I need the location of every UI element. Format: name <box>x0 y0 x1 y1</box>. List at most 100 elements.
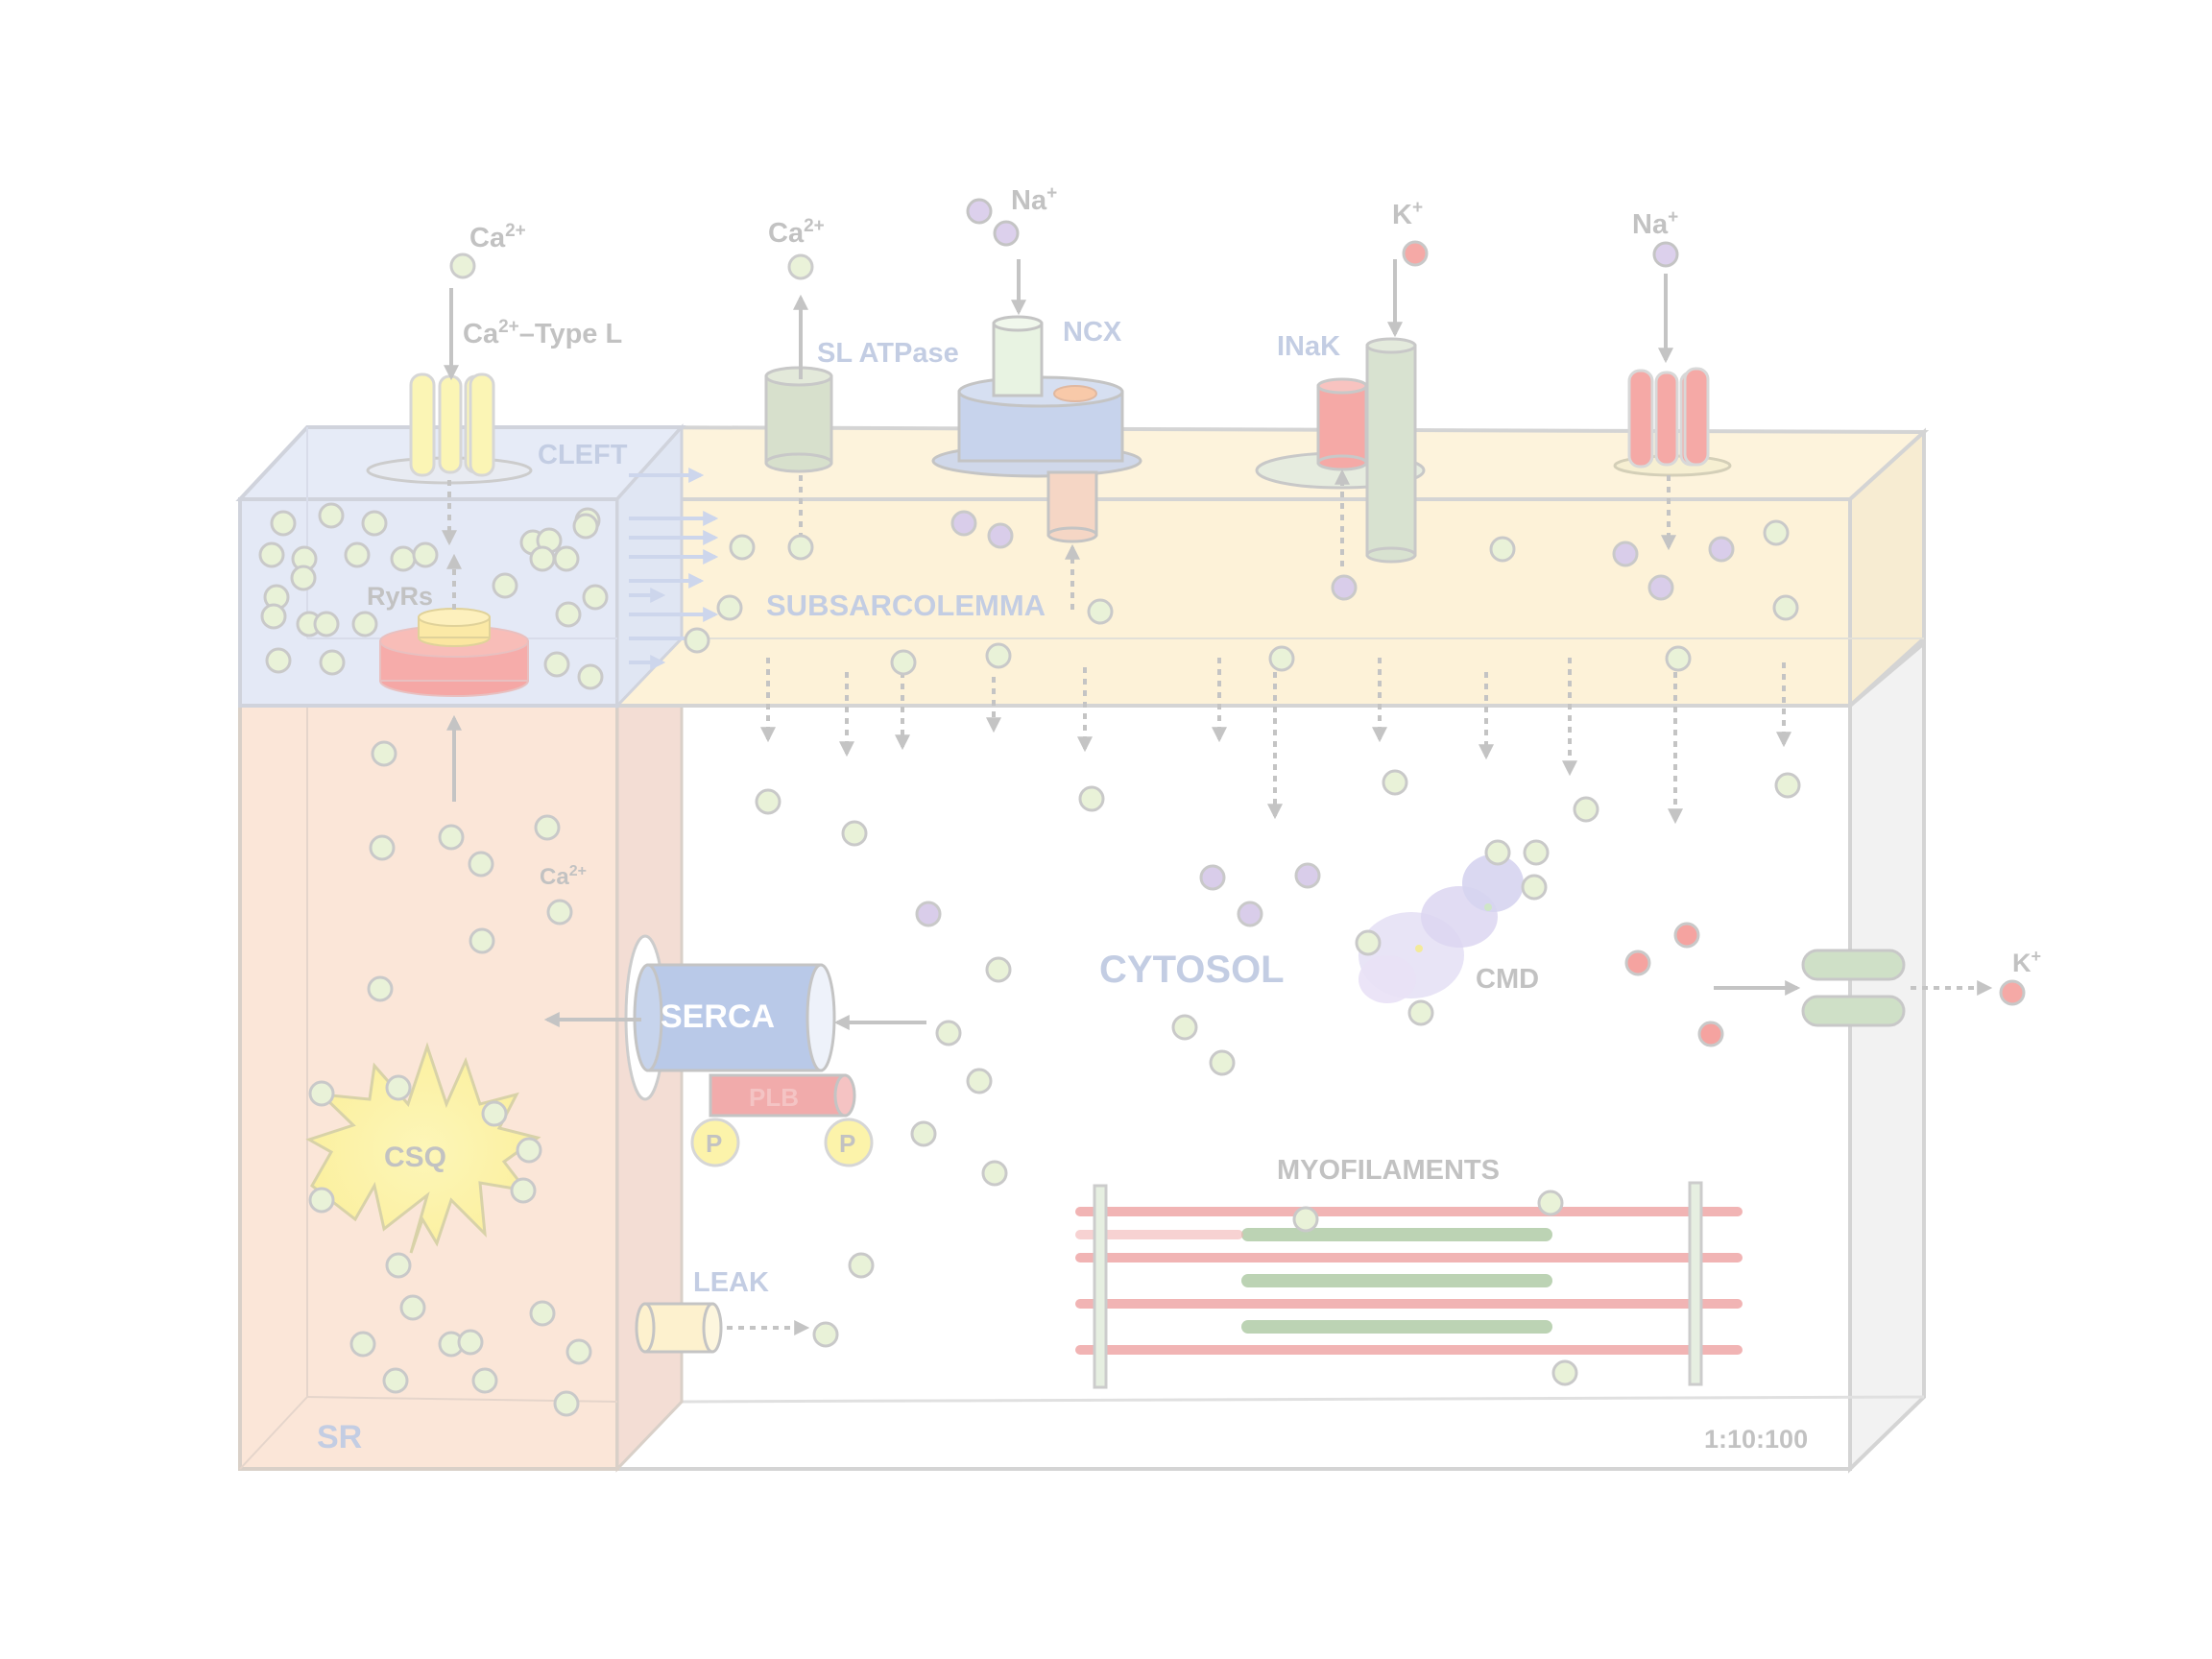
calcium-ion <box>1521 874 1548 901</box>
myofilaments-label: MYOFILAMENTS <box>1277 1155 1500 1186</box>
slatpase-label: SL ATPase <box>817 338 959 369</box>
serca-label: SERCA <box>661 998 775 1035</box>
calcium-ion <box>729 534 756 561</box>
calcium-ion <box>385 1252 412 1279</box>
calcium-ion <box>369 834 396 861</box>
calcium-ion <box>457 1329 484 1356</box>
calcium-ion <box>1209 1049 1236 1076</box>
inak-pump: K+ INaK <box>1255 198 1429 566</box>
sodium-ion <box>1647 574 1674 601</box>
myofilaments: MYOFILAMENTS <box>1075 1155 1743 1389</box>
ncx-exchanger: Na+ NCX <box>931 183 1142 610</box>
calcium-ion <box>1537 1190 1564 1216</box>
calcium-ion <box>755 788 781 815</box>
sodium-ion <box>950 510 977 537</box>
calcium-ion <box>1489 536 1516 563</box>
slatpase-ca-ion <box>787 253 814 280</box>
calcium-ion <box>848 1252 875 1279</box>
cytosol-label: CYTOSOL <box>1099 949 1285 991</box>
ltype-name-sup: 2+ <box>498 317 519 337</box>
slatpase-ion-label: Ca <box>768 218 805 249</box>
calcium-ion <box>260 603 287 630</box>
calcium-ion <box>412 541 439 568</box>
nachannel-ion-label: Na <box>1632 209 1669 240</box>
svg-text:Na+: Na+ <box>1011 183 1057 216</box>
phosphate-2 <box>824 1118 874 1167</box>
calcium-ion <box>582 584 609 611</box>
inak-ion-sup: + <box>1412 198 1423 218</box>
nachannel-na-ion <box>1652 241 1679 268</box>
calcium-ion <box>1523 839 1550 866</box>
scale-label: 1:10:100 <box>1704 1425 1808 1454</box>
calcium-ion <box>981 1160 1008 1187</box>
calcium-ion <box>318 502 345 529</box>
subsarcolemma-diffusion-arrows <box>760 658 1791 825</box>
svg-text:Ca2+: Ca2+ <box>469 221 526 253</box>
serca-pump: SERCA <box>543 934 926 1101</box>
ltype-name-pre: Ca <box>463 319 499 349</box>
calcium-ion <box>367 975 394 1002</box>
calcium-ion <box>1171 1014 1198 1041</box>
calmodulin-cluster: CMD <box>1358 854 1539 1003</box>
calcium-ion <box>385 1074 412 1101</box>
phospholamban: PLB P P <box>690 1073 874 1167</box>
sr-ion-label: Ca <box>540 864 569 890</box>
calcium-ion <box>966 1068 993 1094</box>
calcium-ion <box>516 1137 542 1164</box>
ryr-receptor: RyRs <box>367 553 529 697</box>
svg-text:K+: K+ <box>1392 198 1423 230</box>
plb-label: PLB <box>749 1083 799 1112</box>
calcium-ion <box>555 601 582 628</box>
calcium-ion <box>290 565 317 591</box>
svg-text:Ca2+: Ca2+ <box>540 863 587 890</box>
kout-ion-label: K <box>2012 949 2032 977</box>
ion-particles <box>258 502 1801 1417</box>
calcium-ion <box>1268 645 1295 672</box>
calcium-ion <box>534 814 561 841</box>
calcium-ion <box>1551 1359 1578 1386</box>
calcium-ion <box>1665 645 1692 672</box>
sodium-ion <box>987 522 1014 549</box>
sl-atpase-pump: Ca2+ SL ATPase <box>764 216 959 538</box>
potassium-efflux-channel: K+ <box>1714 947 2041 1027</box>
potassium-ion <box>1673 922 1700 949</box>
inak-ion-label: K <box>1392 200 1412 230</box>
calcium-ion <box>481 1100 508 1127</box>
calcium-ion <box>344 541 371 568</box>
calcium-ion <box>351 611 378 637</box>
calcium-ion <box>468 851 494 878</box>
calcium-ion <box>471 1367 498 1394</box>
leak-label: LEAK <box>693 1267 769 1298</box>
cmd-label: CMD <box>1476 964 1539 995</box>
calcium-ion <box>399 1294 426 1321</box>
calcium-ion <box>361 510 388 537</box>
calcium-ion <box>308 1187 335 1214</box>
calcium-ion <box>1292 1206 1319 1233</box>
svg-text:Ca2+–Type L: Ca2+–Type L <box>463 317 622 349</box>
calcium-ion <box>265 647 292 674</box>
sodium-channel: Na+ <box>1613 207 1732 551</box>
calcium-ion <box>349 1331 376 1358</box>
sodium-ion <box>1708 536 1735 563</box>
ncx-ion-label: Na <box>1011 185 1047 216</box>
ncx-ion-sup: + <box>1046 183 1057 204</box>
calcium-ion <box>529 1300 556 1327</box>
inak-k-ion <box>1402 240 1429 267</box>
sr-label: SR <box>317 1419 362 1455</box>
calcium-ion <box>469 927 495 954</box>
sodium-ion <box>1237 901 1263 927</box>
calcium-ion <box>313 611 340 637</box>
csq-label: CSQ <box>384 1142 446 1173</box>
calcium-ion <box>510 1177 537 1204</box>
phosphate-2-label: P <box>839 1129 855 1158</box>
svg-text:Ca2+: Ca2+ <box>768 216 825 249</box>
inak-label: INaK <box>1277 331 1340 362</box>
sr-leak-channel: LEAK <box>635 1267 810 1354</box>
calcium-ion <box>812 1321 839 1348</box>
phosphate-1 <box>690 1118 740 1167</box>
calcium-ion <box>1382 769 1408 796</box>
ncx-na-ion-2 <box>993 220 1020 247</box>
calcium-ion <box>1772 594 1799 621</box>
calcium-ion <box>492 572 518 599</box>
potassium-ion <box>1624 950 1651 976</box>
